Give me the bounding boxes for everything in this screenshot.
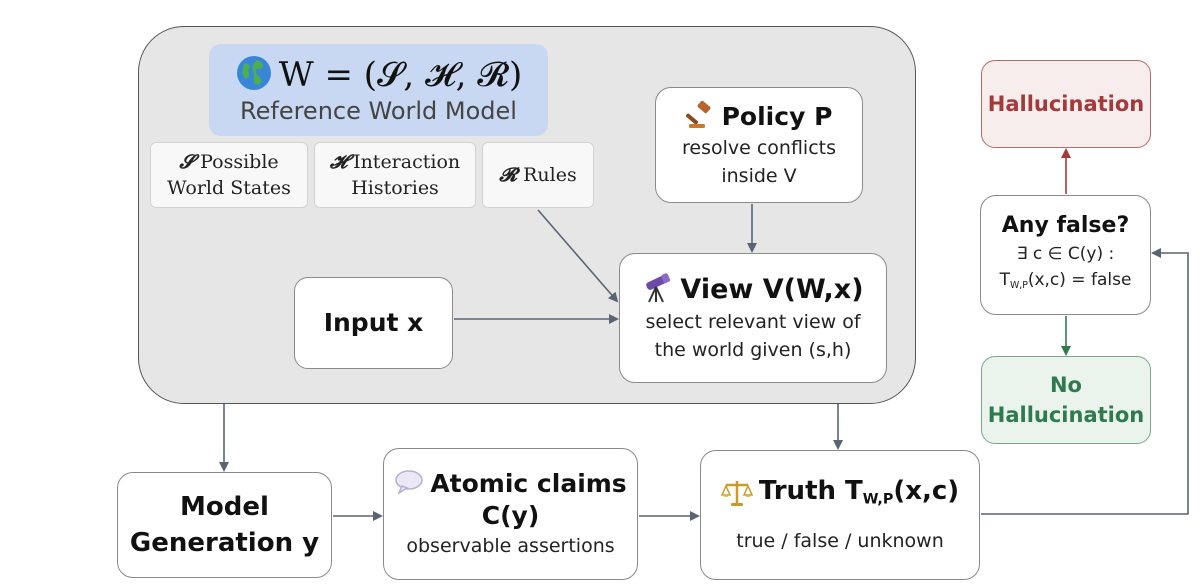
rules-symbol: 𝓡 — [499, 164, 518, 186]
rules-label: Rules — [523, 164, 577, 186]
claims-title-line1: Atomic claims — [430, 469, 627, 498]
input-box: Input x — [294, 277, 453, 369]
component-states: 𝓢 Possible World States — [150, 142, 308, 208]
states-symbol: 𝓢 — [179, 151, 195, 173]
histories-label-line2: Histories — [351, 177, 439, 199]
truth-title: Truth TW,P(x,c) — [759, 475, 959, 515]
check-line1: ∃ c ∈ C(y) : — [1016, 244, 1115, 265]
arrow-truth-to-check — [981, 248, 1189, 515]
hallucination-label: Hallucination — [987, 92, 1145, 116]
view-desc-line2: the world given (s,h) — [654, 339, 852, 361]
view-desc-line1: select relevant view of — [645, 311, 861, 333]
world-formula: W = (𝓢, 𝓗, 𝓡) — [278, 55, 523, 95]
input-title: Input x — [323, 308, 424, 337]
states-label-line1: Possible — [200, 151, 279, 173]
generation-title-line1: Model — [180, 492, 269, 522]
claims-desc: observable assertions — [406, 535, 615, 557]
policy-desc-line1: resolve conflicts — [681, 137, 836, 159]
check-box: Any false? ∃ c ∈ C(y) : TW,P(x,c) = fals… — [980, 195, 1151, 315]
check-line2-suffix: (x,c) = false — [1027, 270, 1132, 291]
gavel-icon — [685, 100, 716, 134]
truth-title-suffix: (x,c) — [893, 475, 960, 506]
view-box: View V(W,x) select relevant view of the … — [619, 253, 887, 383]
component-rules: 𝓡 Rules — [482, 142, 594, 208]
truth-title-sub: W,P — [862, 491, 894, 508]
check-line2-sub: W,P — [1009, 279, 1028, 291]
hallucination-box: Hallucination — [981, 60, 1151, 148]
states-label-line2: World States — [167, 177, 291, 199]
policy-desc-line2: inside V — [721, 165, 797, 187]
claims-box: Atomic claims C(y) observable assertions — [383, 448, 638, 580]
component-histories: 𝓗 Interaction Histories — [314, 142, 476, 208]
scales-icon — [720, 478, 754, 512]
world-subtitle: Reference World Model — [240, 97, 517, 125]
speech-bubble-icon — [394, 469, 424, 499]
histories-symbol: 𝓗 — [329, 151, 348, 173]
arrow-rules-to-view — [537, 209, 619, 303]
check-line2-prefix: T — [999, 270, 1010, 291]
no-hallucination-box: No Hallucination — [981, 356, 1151, 444]
histories-label-line1: Interaction — [353, 151, 461, 173]
generation-box: Model Generation y — [117, 472, 332, 578]
check-line2: TW,P(x,c) = false — [1000, 267, 1132, 299]
globe-icon — [235, 54, 273, 96]
world-model-header: W = (𝓢, 𝓗, 𝓡) Reference World Model — [209, 44, 548, 136]
truth-desc: true / false / unknown — [736, 530, 944, 553]
generation-title-line2: Generation y — [129, 528, 320, 558]
truth-box: Truth TW,P(x,c) true / false / unknown — [700, 450, 980, 580]
policy-box: Policy P resolve conflicts inside V — [655, 87, 863, 203]
no-hallucination-line2: Hallucination — [987, 403, 1145, 427]
policy-title: Policy P — [721, 102, 833, 131]
telescope-icon — [642, 272, 674, 308]
view-title: View V(W,x) — [680, 274, 864, 305]
check-title: Any false? — [1001, 213, 1130, 239]
claims-title-line2: C(y) — [481, 501, 540, 530]
no-hallucination-line1: No — [1049, 373, 1082, 397]
world-formula-row: W = (𝓢, 𝓗, 𝓡) — [235, 54, 523, 96]
truth-title-prefix: Truth T — [758, 475, 863, 506]
